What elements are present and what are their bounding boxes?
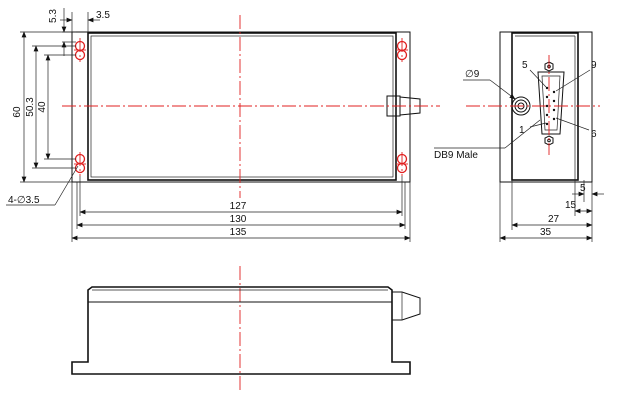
db9-connector [537,61,565,146]
dim-35: 35 [540,227,552,238]
dim-60: 60 [12,106,23,118]
front-body [87,32,397,181]
front-view [62,15,440,198]
dim-5: 5 [580,183,586,194]
dim-50-3: 50.3 [25,97,36,117]
bottom-connector-stub [392,291,421,321]
side-outline [499,31,593,183]
pin-6-label: 6 [591,129,597,140]
dim-40: 40 [37,101,48,113]
dim-135: 135 [230,227,247,238]
pin-1-label: 1 [519,125,525,136]
bottom-body [71,286,411,375]
dim-130: 130 [230,214,247,225]
dim-holes: 4-∅3.5 [8,195,40,206]
dim-5-3: 5.3 [48,9,59,23]
pin-9-label: 9 [591,60,597,71]
dim-27: 27 [548,214,560,225]
bottom-view [71,266,421,392]
front-body-inner [90,35,394,178]
side-body [511,32,579,181]
pin-5-label: 5 [522,60,528,71]
phi9-label: ∅9 [465,69,480,80]
connector-top-screw [544,61,554,72]
db9-label: DB9 Male [434,150,478,161]
dim-127: 127 [230,201,247,212]
dim-15: 15 [565,200,577,211]
side-dimensions: 5 15 27 35 [499,177,604,242]
side-view: 5 9 1 6 ∅9 DB9 Male [434,31,600,183]
front-base-plate [71,31,411,183]
front-dimensions: 60 50.3 40 5.3 3.5 4-∅3.5 127 [6,8,411,242]
mounting-holes [74,38,408,176]
dim-3-5: 3.5 [96,10,110,21]
